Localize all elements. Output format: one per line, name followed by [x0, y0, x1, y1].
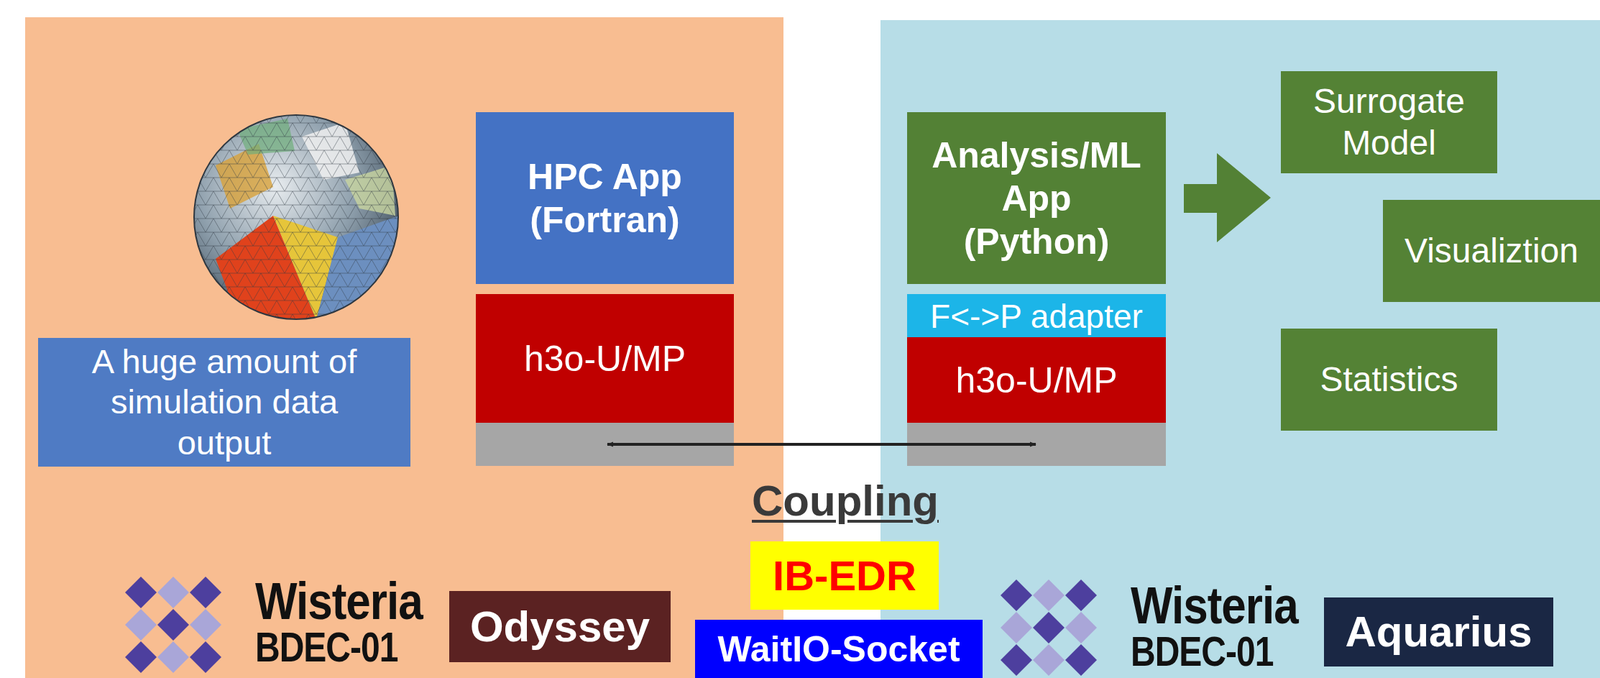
logo-diamond: [1032, 611, 1065, 644]
output-box: Visualiztion: [1382, 199, 1600, 302]
box-label: Visualiztion: [1404, 230, 1579, 272]
system-name-box: Odyssey: [449, 590, 671, 662]
logo-diamond: [1065, 644, 1097, 676]
box-label: A huge amount of simulation data output: [66, 341, 383, 463]
logo-diamond: [1000, 611, 1033, 644]
logo-diamond: [189, 576, 222, 609]
box-label: Statistics: [1319, 358, 1458, 401]
process-box: HPC App (Fortran): [475, 112, 734, 284]
wisteria-logo-mark: [1000, 579, 1097, 676]
output-box: Statistics: [1280, 328, 1498, 431]
globe-illustration: [186, 107, 410, 331]
logo-text: Wisteria BDEC-01: [255, 575, 443, 669]
network-box: WaitIO-Socket: [695, 619, 983, 678]
block-arrow: [1183, 153, 1271, 243]
box-label: F<->P adapter: [930, 296, 1143, 337]
box-label: WaitIO-Socket: [717, 627, 960, 671]
box-label: Aquarius: [1344, 605, 1532, 658]
box-label: Odyssey: [470, 600, 650, 653]
odyssey-panel: [25, 17, 784, 678]
box-label: h3o-U/MP: [955, 358, 1117, 402]
aquarius-panel: [880, 20, 1600, 678]
box-label: h3o-U/MP: [523, 337, 686, 381]
logo-diamond: [157, 608, 190, 641]
logo-diamond: [1000, 644, 1033, 676]
box-label: IB-EDR: [772, 550, 917, 601]
coupling-arrow: [607, 442, 1036, 446]
box-label: Analysis/ML App (Python): [928, 133, 1145, 264]
section-title: Coupling: [751, 475, 939, 526]
logo-diamond: [125, 576, 157, 609]
library-box: h3o-U/MP: [907, 337, 1166, 423]
wisteria-logo-mark: [125, 576, 222, 673]
box-label: HPC App (Fortran): [497, 155, 714, 242]
output-box: Surrogate Model: [1280, 71, 1498, 174]
logo-diamond: [189, 641, 222, 673]
logo-text: Wisteria BDEC-01: [1130, 579, 1318, 673]
logo-diamond: [1032, 644, 1065, 676]
logo-diamond: [125, 608, 157, 641]
system-name-box: Aquarius: [1323, 597, 1554, 667]
process-box: Analysis/ML App (Python): [907, 112, 1166, 284]
box-label: Surrogate Model: [1295, 80, 1483, 164]
logo-diamond: [1032, 579, 1065, 611]
data-box: A huge amount of simulation data output: [38, 337, 411, 467]
logo-diamond: [1065, 611, 1097, 644]
logo-diamond: [189, 608, 222, 641]
logo-diamond: [1065, 579, 1097, 611]
logo-diamond: [125, 641, 157, 673]
network-box: IB-EDR: [750, 541, 939, 610]
logo-diamond: [1000, 579, 1033, 611]
logo-diamond: [157, 576, 190, 609]
adapter-box: F<->P adapter: [907, 293, 1166, 340]
library-box: h3o-U/MP: [475, 293, 734, 423]
logo-diamond: [157, 641, 190, 673]
